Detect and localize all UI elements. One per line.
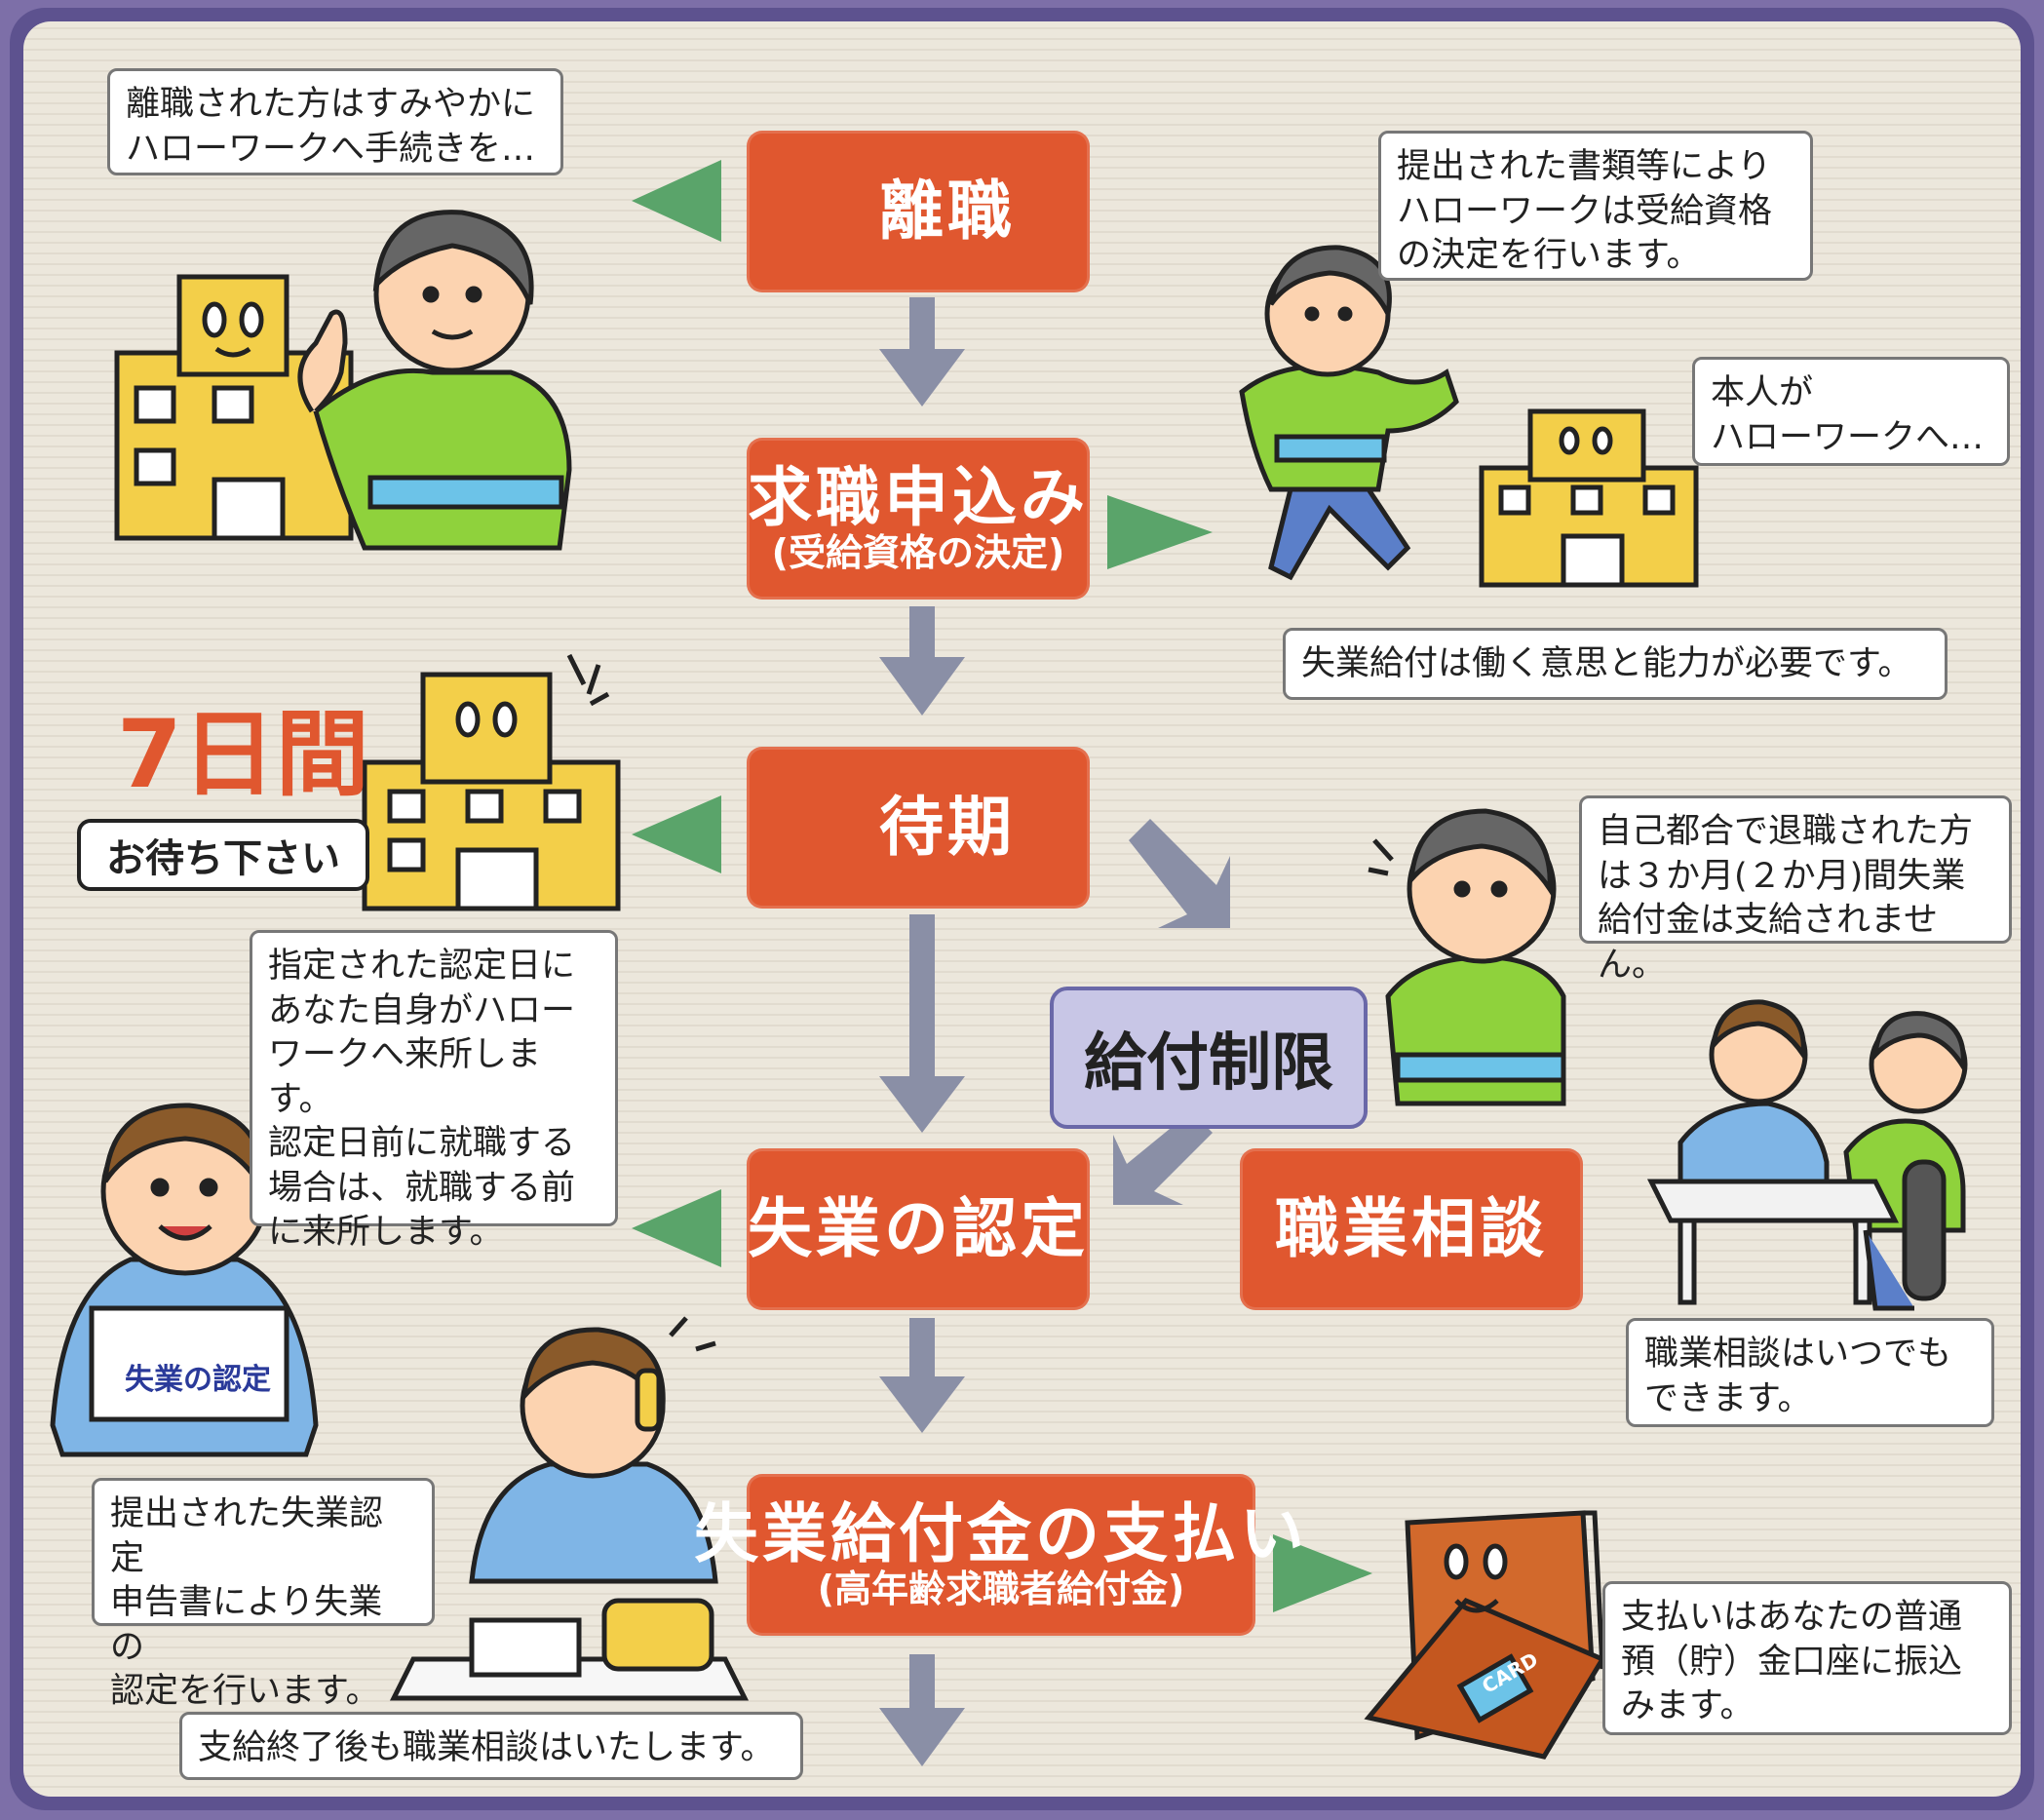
wallet-icon [1364, 1510, 1606, 1760]
note-resignation: 離職された方はすみやかに ハローワークへ手続きを… [107, 68, 563, 175]
arrow-down-4-icon [879, 1318, 965, 1433]
note-ability-required: 失業給付は働く意思と能力が必要です。 [1283, 628, 1948, 700]
note-eligibility: 提出された書類等により ハローワークは受給資格 の決定を行います。 [1378, 131, 1813, 281]
step-consultation-label: 職業相談 [1275, 1190, 1548, 1266]
step-unemployment-certification: 失業の認定 [747, 1148, 1090, 1310]
down-arrows [879, 297, 1230, 1766]
arrow-down-3-icon [879, 914, 965, 1133]
note-certification-report: 提出された失業認定 申告書により失業の 認定を行います。 [92, 1478, 435, 1711]
arrow-right-2-icon [1273, 1534, 1372, 1612]
arrow-left-3-icon [632, 1189, 721, 1267]
arrow-left-1-icon [632, 160, 721, 242]
man-holding-sign-icon [50, 1103, 319, 1457]
man-pointing-icon-1 [297, 210, 572, 551]
step-payment-sub: (高年齢求職者給付金) [817, 1568, 1185, 1611]
arrow-down-5-icon [879, 1654, 965, 1766]
consultation-scene-icon [1646, 999, 1968, 1311]
note-text: 失業給付は働く意思と能力が必要です。 [1301, 644, 1912, 683]
note-text: 離職された方はすみやかに ハローワークへ手続きを… [126, 85, 536, 169]
note-text: 職業相談はいつでも できます。 [1644, 1335, 1952, 1418]
note-text: 提出された書類等により ハローワークは受給資格 の決定を行います。 [1397, 147, 1773, 275]
step-job-application-label: 求職申込み [748, 459, 1089, 535]
note-after-benefit: 支給終了後も職業相談はいたします。 [179, 1712, 803, 1780]
note-payment-deposit: 支払いはあなたの普通 預（貯）金口座に振込 みます。 [1602, 1581, 2012, 1735]
man-running-icon [1239, 245, 1459, 581]
note-text: 本人が ハローワークへ… [1711, 373, 1985, 457]
step-waiting-period-label: 待期 [879, 789, 1016, 865]
sign-label: 失業の認定 [125, 1363, 271, 1397]
note-text: 支払いはあなたの普通 預（貯）金口座に振込 みます。 [1621, 1598, 1963, 1725]
arrow-left-2-icon [632, 795, 721, 873]
step-waiting-period: 待期 [747, 747, 1090, 909]
note-text: 指定された認定日に あなた自身がハロー ワークへ来所します。 認定日前に就職する… [268, 947, 576, 1252]
note-certification-day: 指定された認定日に あなた自身がハロー ワークへ来所します。 認定日前に就職する… [250, 930, 618, 1252]
man-on-phone-icon [389, 1316, 750, 1701]
step-resignation-label: 離職 [879, 173, 1016, 249]
side-arrows [632, 160, 1372, 1612]
wait-days-label: 7日間 [117, 700, 369, 809]
step-payment-label: 失業給付金の支払い [694, 1495, 1308, 1571]
arrow-down-1-icon [879, 297, 965, 407]
building-icon-3 [362, 653, 621, 911]
benefit-restriction-box: 給付制限 [1050, 987, 1368, 1129]
note-text: 提出された失業認定 申告書により失業の 認定を行います。 [110, 1494, 384, 1711]
illustration-layer [50, 160, 1968, 1766]
step-resignation: 離職 [747, 131, 1090, 292]
building-icon-2 [1479, 408, 1699, 588]
note-visit-office: 本人が ハローワークへ… [1692, 357, 2010, 466]
step-job-consultation: 職業相談 [1240, 1148, 1583, 1310]
note-text: 支給終了後も職業相談はいたします。 [198, 1728, 775, 1767]
arrow-diag-1-icon [1129, 819, 1230, 928]
arrow-diag-2-icon [1113, 1111, 1213, 1205]
arrow-right-1-icon [1107, 495, 1213, 569]
step-job-application: 求職申込み (受給資格の決定) [747, 438, 1090, 600]
arrow-down-2-icon [879, 606, 965, 716]
step-benefit-payment: 失業給付金の支払い (高年齢求職者給付金) [694, 1474, 1304, 1636]
diagram-panel: 離職 求職申込み (受給資格の決定) 待期 失業の認定 職業相談 失業給付金の支… [23, 21, 2021, 1797]
man-thinking-icon [1368, 808, 1566, 1106]
note-voluntary-resignation: 自己都合で退職された方 は３か月(２か月)間失業 給付金は支給されません。 [1579, 795, 2012, 985]
note-consultation-anytime: 職業相談はいつでも できます。 [1626, 1318, 1994, 1427]
step-job-application-sub: (受給資格の決定) [771, 531, 1065, 575]
wait-please-label: お待ち下さい [77, 819, 369, 891]
step-certification-label: 失業の認定 [748, 1190, 1089, 1266]
note-text: 自己都合で退職された方 は３か月(２か月)間失業 給付金は支給されません。 [1598, 812, 1974, 985]
